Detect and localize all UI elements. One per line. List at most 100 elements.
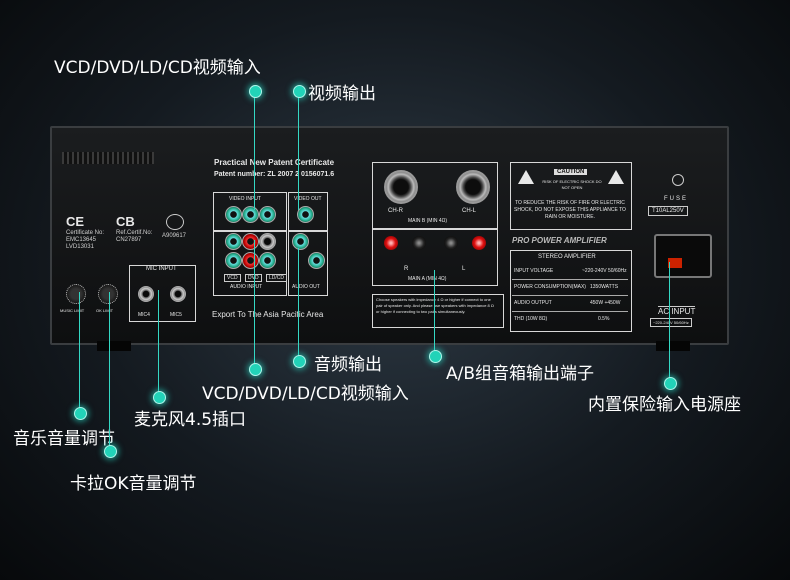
- leader-mic-jack: [158, 290, 159, 396]
- leader-audio-output: [298, 248, 299, 360]
- video-input-jack-3[interactable]: [259, 206, 276, 223]
- ce-mark: CE: [66, 214, 85, 229]
- source-dvd: DVD: [245, 274, 262, 282]
- dot-karaoke-volume: [104, 445, 117, 458]
- karaoke-volume-knob[interactable]: [98, 284, 118, 304]
- video-input-box: [213, 192, 287, 232]
- video-out-label: VIDEO OUT: [294, 196, 322, 202]
- fuse-label: FUSE: [664, 196, 689, 202]
- mic4-label: MIC4: [138, 312, 150, 318]
- leader-ab-speaker: [434, 270, 435, 355]
- video-input-jack-2[interactable]: [242, 206, 259, 223]
- caution-title: CAUTION: [554, 169, 588, 175]
- ch-r-label: CH-R: [388, 208, 403, 214]
- audio-input-jack-r2[interactable]: [242, 252, 259, 269]
- cb-ref-label: Ref.Certif.No:: [116, 230, 153, 236]
- main-a-box: [372, 228, 498, 286]
- speakon-ch-l[interactable]: [456, 170, 490, 204]
- ce-lvd-number: LVD13031: [66, 244, 94, 250]
- music-limit-label: MUSIC LIMIT: [60, 308, 85, 313]
- spec-value: 0.5%: [598, 316, 610, 322]
- main-b-label: MAIN B (MIN 4Ω): [408, 218, 448, 224]
- ground-icon: [672, 174, 684, 186]
- binding-post-l-black[interactable]: [444, 236, 458, 250]
- stereo-amplifier-title: STEREO AMPLIFIER: [538, 254, 596, 260]
- audio-input-jack-l3[interactable]: [225, 252, 242, 269]
- audio-out-jack-l[interactable]: [292, 233, 309, 250]
- patent-number: Patent number: ZL 2007 2 0156071.6: [214, 171, 335, 178]
- label-mic-jack: 麦克风4.5插口: [134, 410, 247, 430]
- label-ab-speaker: A/B组音箱输出端子: [446, 364, 595, 384]
- panel-foot-right: [656, 341, 690, 351]
- leader-video-input-bottom: [254, 240, 255, 368]
- mic5-jack[interactable]: [170, 286, 186, 302]
- dot-video-output: [293, 85, 306, 98]
- spec-value: 1350WATTS: [590, 284, 619, 290]
- spec-row: POWER CONSUMPTION(MAX) 1350WATTS: [512, 280, 628, 296]
- binding-post-r-black[interactable]: [412, 236, 426, 250]
- audio-out-box: [288, 230, 328, 296]
- speaker-note-box: [372, 294, 504, 328]
- export-text: Export To The Asia Pacific Area: [212, 310, 324, 319]
- speaker-note: Choose speakers with impedance 4 Ω or hi…: [376, 297, 494, 314]
- mic-input-box: [129, 265, 196, 322]
- ac-input-rating: ~220-240V 50/60Hz: [650, 318, 692, 327]
- audio-out-jack-r[interactable]: [308, 252, 325, 269]
- vent-grille: [62, 152, 154, 164]
- audio-input-jack-r1[interactable]: [242, 233, 259, 250]
- video-out-box: [288, 192, 328, 232]
- spec-row: INPUT VOLTAGE ~220-240V 50/60Hz: [512, 264, 628, 280]
- leader-fuse-power: [669, 262, 670, 382]
- spec-label: INPUT VOLTAGE: [514, 268, 554, 274]
- leader-video-output: [298, 90, 299, 210]
- amplifier-rear-panel: Practical New Patent Certificate Patent …: [50, 126, 729, 345]
- label-fuse-power: 内置保险输入电源座: [588, 395, 741, 415]
- mic-input-label: MIC INPUT: [146, 266, 177, 272]
- ac-power-socket[interactable]: [654, 234, 712, 278]
- spec-label: POWER CONSUMPTION(MAX): [514, 284, 586, 290]
- ok-limit-label: OK LIMIT: [96, 308, 114, 313]
- label-video-output: 视频输出: [308, 84, 376, 104]
- leader-music-volume: [79, 292, 80, 412]
- mic4-jack[interactable]: [138, 286, 154, 302]
- label-video-input-bottom: VCD/DVD/LD/CD视频输入: [202, 384, 409, 404]
- ccc-number: A909617: [162, 233, 187, 239]
- spec-value: 450W +450W: [590, 300, 621, 306]
- label-karaoke-volume: 卡拉OK音量调节: [70, 474, 197, 494]
- r-label: R: [404, 266, 409, 272]
- dot-video-input-top: [249, 85, 262, 98]
- spec-label: THD (10W 8Ω): [514, 316, 548, 322]
- music-volume-knob[interactable]: [66, 284, 86, 304]
- audio-input-jack-r3[interactable]: [259, 252, 276, 269]
- spec-box: [510, 250, 632, 332]
- audio-input-jack-l2[interactable]: [259, 233, 276, 250]
- label-audio-output: 音频输出: [314, 355, 382, 375]
- warning-triangle-icon-left: [518, 170, 534, 184]
- label-music-volume: 音乐音量调节: [13, 429, 115, 449]
- panel-foot-left: [97, 341, 131, 351]
- dot-ab-speaker: [429, 350, 442, 363]
- leader-karaoke-volume: [109, 292, 110, 450]
- main-b-box: [372, 162, 498, 230]
- fuse-rating: T10AL250V: [648, 206, 688, 216]
- video-input-label: VIDEO INPUT: [229, 196, 261, 202]
- warning-triangle-icon-right: [608, 170, 624, 184]
- speakon-ch-r[interactable]: [384, 170, 418, 204]
- binding-post-l-red[interactable]: [472, 236, 486, 250]
- spec-row: THD (10W 8Ω) 0.5%: [512, 312, 628, 327]
- caution-box: [510, 162, 632, 230]
- ac-input-label: AC INPUT: [658, 306, 696, 316]
- video-input-jack-1[interactable]: [225, 206, 242, 223]
- audio-input-box: [213, 230, 287, 296]
- audio-input-jack-l1[interactable]: [225, 233, 242, 250]
- fuse-drawer[interactable]: [668, 258, 682, 268]
- source-ldcd: LD/CD: [266, 274, 288, 282]
- video-out-jack[interactable]: [297, 206, 314, 223]
- leader-video-input-top: [254, 90, 255, 210]
- ccc-logo: [166, 214, 184, 230]
- source-vcd: VCD: [224, 274, 241, 282]
- audio-input-label: AUDIO INPUT: [230, 284, 263, 290]
- dot-video-input-bottom: [249, 363, 262, 376]
- patent-title: Practical New Patent Certificate: [214, 158, 335, 167]
- binding-post-r-red[interactable]: [384, 236, 398, 250]
